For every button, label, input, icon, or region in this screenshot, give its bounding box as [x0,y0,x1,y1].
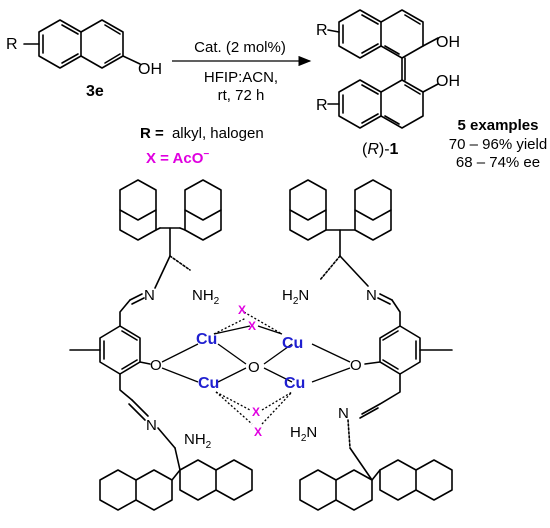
copper-bottom-left: Cu [198,375,219,392]
imine-arm-bottom-left: N NH2 [128,399,212,451]
oxygen-center: O [248,359,260,376]
imine-arm-top-right: N H2N [282,255,393,307]
conditions-catalyst: Cat. (2 mol%) [194,39,286,56]
conditions-time: rt, 72 h [218,87,265,104]
copper-top-right: Cu [282,335,303,352]
bridge-x-bottom-1: X [252,405,260,419]
nitrogen-bottom-left: N [146,417,157,434]
product-r-bottom: R [316,97,328,114]
bridge-x-bottom-2: X [254,425,262,439]
reactant-hydroxyl: OH [138,61,162,78]
reactant-2-naphthol: R OH 3e [6,19,162,100]
reactant-r-label: R [6,36,18,53]
scope-summary: 5 examples 70 – 96% yield 68 – 74% ee [449,117,547,171]
phenol-ring-right [364,299,453,405]
copper-core: Cu Cu Cu Cu O O O X X X X [150,303,362,439]
product-oh-bottom: OH [436,73,460,90]
product-r-top: R [316,22,328,39]
reaction-arrow: Cat. (2 mol%) HFIP:ACN, rt, 72 h [172,39,312,104]
binaphthyl-bottom-right [299,447,453,511]
nitrogen-top-left: N [144,287,155,304]
oxygen-left: O [150,357,162,374]
amine-top-right: H2N [282,287,309,307]
binaphthyl-top-right [289,179,392,257]
bridge-x-top-2: X [248,319,256,333]
imine-arm-top-left: N NH2 [129,255,220,307]
scope-ee: 68 – 74% ee [456,154,540,171]
amine-bottom-left: NH2 [184,431,212,451]
phenol-ring-left [69,299,151,401]
substituent-definitions: R = alkyl, halogen X = AcO− [140,125,264,167]
amine-top-left: NH2 [192,287,220,307]
copper-top-left: Cu [196,331,217,348]
scope-yield: 70 – 96% yield [449,136,547,153]
copper-bottom-right: Cu [284,375,305,392]
bridge-x-top-1: X [238,303,246,317]
product-oh-top: OH [436,34,460,51]
x-definition: X = AcO− [146,149,209,167]
oxygen-right: O [350,357,362,374]
imine-arm-bottom-right: N H2N [290,403,381,449]
product-binol: R OH R OH (R)-1 [316,9,460,158]
nitrogen-top-right: N [366,287,377,304]
product-label: (R)-1 [362,141,399,158]
conditions-solvent: HFIP:ACN, [204,69,278,86]
nitrogen-bottom-right: N [338,405,349,422]
binaphthyl-top-left [119,179,222,257]
r-definition: R = alkyl, halogen [140,125,264,142]
reactant-compound-label: 3e [86,83,104,100]
amine-bottom-right: H2N [290,424,317,444]
binaphthyl-bottom-left [99,447,253,511]
scope-examples: 5 examples [458,117,539,134]
